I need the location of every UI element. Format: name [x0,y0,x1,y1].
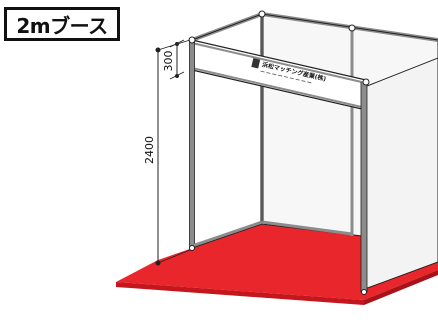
red-carpet-front-edge [116,282,364,305]
dimension-height-total: 2400 [143,136,156,164]
bottom-rail-back [261,220,353,236]
dimension-annotations [155,39,191,266]
right-wall [361,57,438,291]
booth-size-title: 2mブース [16,13,108,38]
sign-logo [251,58,261,69]
dimension-fascia-height: 300 [162,51,175,72]
bottom-rail-left [191,220,263,248]
red-carpet [116,224,438,300]
red-carpet-side-edge [364,270,438,305]
booth-size-label: 2mブース [4,7,120,41]
